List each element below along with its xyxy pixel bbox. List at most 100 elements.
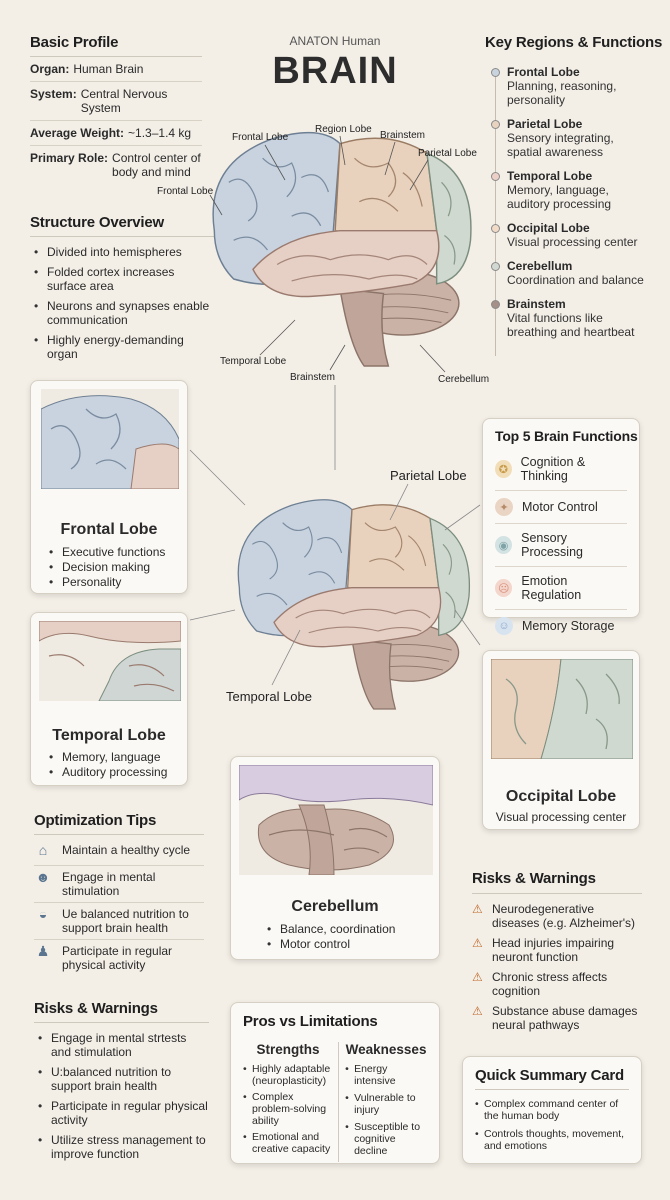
top-functions-card: Top 5 Brain Functions ✪Cognition & Think… — [482, 418, 640, 635]
temporal-lobe-card: Temporal Lobe Memory, language Auditory … — [30, 612, 188, 786]
list-item: Motor control — [267, 937, 395, 951]
header-supertitle: ANATON Human — [289, 34, 381, 48]
medal-icon: ✪ — [495, 460, 512, 478]
frontal-lobe-title: Frontal Lobe — [60, 521, 158, 538]
memory-icon: ☺ — [495, 617, 513, 635]
list-item: Highly energy-demanding organ — [34, 333, 215, 361]
sensory-icon: ◉ — [495, 536, 513, 554]
page-header: ANATON Human BRAIN — [240, 34, 430, 93]
list-item: ✪Cognition & Thinking — [495, 448, 627, 491]
list-item: ♟Participate in regular physical activit… — [34, 940, 204, 976]
mid-brain-leader-lines — [189, 385, 481, 686]
profile-row: System:Central Nervous System — [30, 82, 202, 121]
list-item: ☹Emotion Regulation — [495, 567, 627, 610]
list-item: Folded cortex increases surface area — [34, 265, 215, 293]
basic-profile-title: Basic Profile — [30, 34, 202, 57]
top-functions-title: Top 5 Brain Functions — [495, 428, 638, 444]
label-frontal-lobe: Frontal Lobe — [232, 132, 289, 143]
runner-icon: ♟ — [36, 943, 50, 959]
list-item: ⚠Chronic stress affects cognition — [472, 970, 608, 998]
list-item: ⚠Substance abuse damages neural pathways — [472, 1004, 638, 1032]
region-dot — [491, 300, 500, 309]
cerebellum-title: Cerebellum — [291, 898, 379, 915]
region-dot — [491, 262, 500, 271]
list-item: Divided into hemispheres — [34, 245, 215, 259]
temporal-lobe-image — [39, 621, 181, 701]
list-item: ◒Ue balanced nutrition to support brain … — [34, 903, 204, 940]
list-item: Memory, language — [49, 750, 167, 764]
label-temporal-lobe: Temporal Lobe — [220, 356, 287, 367]
label-region-lobe: Region Lobe — [315, 124, 372, 135]
warning-icon: ⚠ — [472, 902, 483, 916]
occipital-lobe-desc: Visual processing center — [495, 810, 627, 824]
list-item: Emotional and creative capacity — [243, 1131, 333, 1155]
bowl-icon: ◒ — [38, 906, 48, 922]
list-item: Decision making — [49, 560, 165, 574]
label-brainstem: Brainstem — [380, 130, 426, 141]
emotion-icon: ☹ — [495, 579, 513, 597]
page-title: BRAIN — [272, 50, 398, 92]
motor-icon: ✦ — [495, 498, 513, 516]
list-item: Controls thoughts, movement, and emotion… — [475, 1128, 629, 1152]
label-parietal-lobe: Parietal Lobe — [390, 468, 467, 483]
cerebellum-image — [239, 765, 433, 875]
region-dot — [491, 68, 500, 77]
warning-icon: ⚠ — [472, 936, 483, 950]
bed-icon: ⌂ — [38, 842, 48, 858]
cerebellum-card: Cerebellum Balance, coordination Motor c… — [230, 756, 440, 960]
list-item: Executive functions — [49, 545, 165, 559]
summary-card-title: Quick Summary Card — [475, 1067, 629, 1090]
label-brainstem: Brainstem — [290, 372, 336, 383]
list-item: ☺Memory Storage — [495, 610, 627, 642]
strengths-title: Strengths — [256, 1042, 320, 1057]
label-temporal-lobe: Temporal Lobe — [226, 689, 312, 704]
list-item: Susceptible to cognitive decline — [345, 1121, 427, 1157]
list-item: Auditory processing — [49, 765, 167, 779]
list-item: ◉Sensory Processing — [495, 524, 627, 567]
key-regions-title: Key Regions & Functions — [485, 34, 663, 51]
structure-overview-title: Structure Overview — [30, 214, 215, 237]
warning-icon: ⚠ — [472, 1004, 483, 1018]
occipital-lobe-card: Occipital Lobe Visual processing center — [482, 650, 640, 830]
risks-warnings-right: Risks & Warnings ⚠Neurodegenerative dise… — [472, 870, 642, 1038]
list-item: Vulnerable to injury — [345, 1092, 427, 1116]
pros-limits-title: Pros vs Limitations — [243, 1013, 378, 1030]
list-item: Complex command center of the human body — [475, 1098, 629, 1122]
list-item: ⚠Neurodegenerative diseases (e.g. Alzhei… — [472, 902, 636, 930]
label-parietal-lobe: Parietal Lobe — [418, 148, 477, 159]
frontal-lobe-card: Frontal Lobe Executive functions Decisio… — [30, 380, 188, 594]
list-item: Engage in mental strtests and stimulatio… — [38, 1031, 209, 1059]
label-frontal-lobe: Frontal Lobe — [157, 186, 214, 197]
list-item: Complex problem-solving ability — [243, 1091, 333, 1127]
list-item: ☻Engage in mental stimulation — [34, 866, 204, 903]
basic-profile: Basic Profile Organ:Human Brain System:C… — [30, 34, 202, 184]
list-item: Utilize stress management to improve fun… — [38, 1133, 209, 1161]
head-icon: ☻ — [35, 869, 51, 885]
risks-warnings-title: Risks & Warnings — [472, 870, 642, 894]
summary-card: Quick Summary Card Complex command cente… — [462, 1056, 642, 1164]
region-dot — [491, 224, 500, 233]
list-item: U:balanced nutrition to support brain he… — [38, 1065, 209, 1093]
list-item: ⌂Maintain a healthy cycle — [34, 839, 204, 866]
list-item: Neurons and synapses enable communicatio… — [34, 299, 215, 327]
warning-icon: ⚠ — [472, 970, 483, 984]
list-item: ⚠Head injuries impairing neuront functio… — [472, 936, 615, 964]
profile-row: Primary Role:Control center of body and … — [30, 151, 201, 179]
temporal-lobe-title: Temporal Lobe — [52, 727, 166, 744]
top-brain-leader-lines — [209, 135, 446, 373]
list-item: Energy intensive — [345, 1063, 427, 1087]
risks-warnings-left: Risks & Warnings Engage in mental strtes… — [34, 1000, 209, 1167]
list-item: Highly adaptable (neuroplasticity) — [243, 1063, 333, 1087]
list-item: Balance, coordination — [267, 922, 395, 936]
list-item: ✦Motor Control — [495, 491, 627, 524]
list-item: Personality — [49, 575, 165, 589]
structure-overview: Structure Overview Divided into hemisphe… — [30, 214, 215, 367]
pros-limits-card: Pros vs Limitations Strengths Highly ada… — [230, 1002, 440, 1164]
